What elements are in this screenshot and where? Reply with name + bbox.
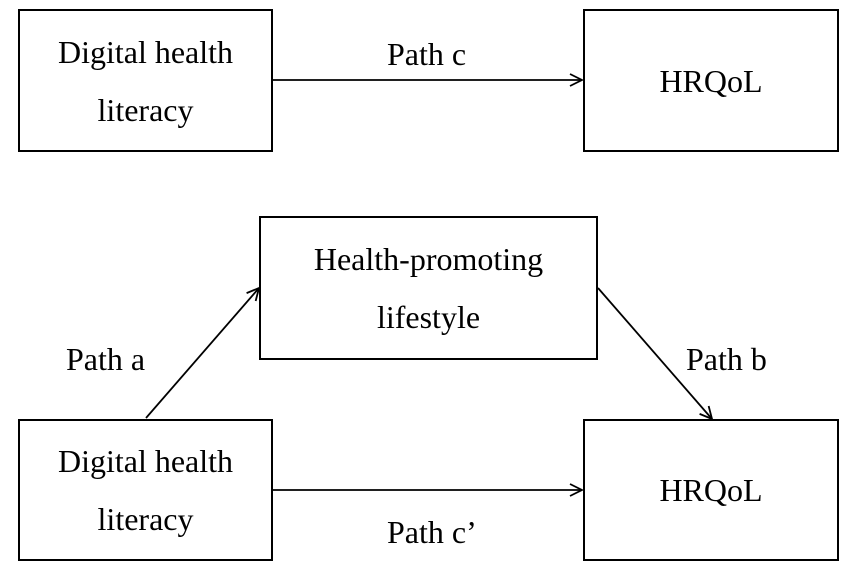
path-c-prime-label: Path c’ [387, 514, 477, 550]
bottom-outcome-box: HRQoL [583, 419, 839, 561]
path-b-label: Path b [686, 341, 767, 377]
top-outcome-box: HRQoL [583, 9, 839, 152]
bottom-outcome-label: HRQoL [659, 472, 763, 508]
arrow-path-b [597, 287, 712, 419]
path-c-label: Path c [387, 36, 467, 72]
mediator-box: Health-promoting lifestyle [259, 216, 598, 360]
mediator-label: Health-promoting lifestyle [313, 241, 544, 335]
top-predictor-box: Digital health literacy [18, 9, 273, 152]
bottom-predictor-label: Digital health literacy [57, 443, 234, 537]
bottom-predictor-box: Digital health literacy [18, 419, 273, 561]
arrow-path-a [145, 288, 259, 419]
top-predictor-label: Digital health literacy [57, 33, 234, 128]
path-a-label: Path a [66, 341, 146, 377]
top-outcome-label: HRQoL [659, 62, 763, 99]
